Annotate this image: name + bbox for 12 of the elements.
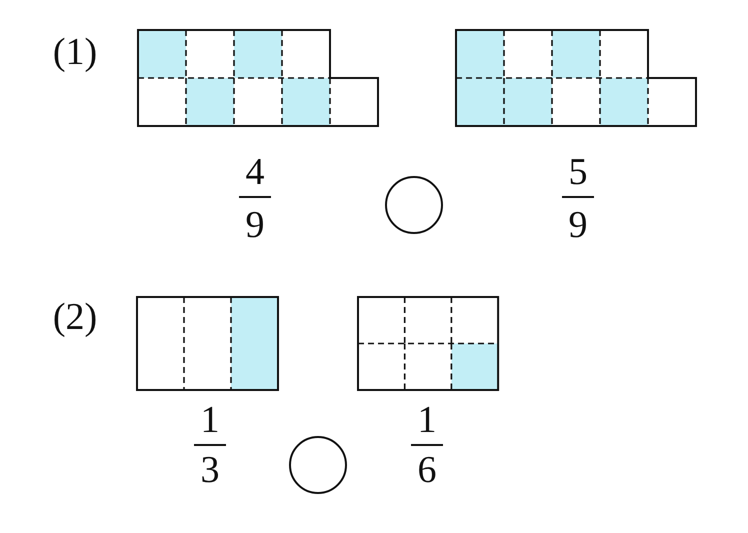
fraction-numerator: 5 — [568, 152, 588, 192]
problem-number: (1) — [52, 32, 98, 72]
fraction-numerator: 4 — [246, 152, 264, 192]
fraction-numerator: 1 — [418, 400, 436, 440]
answer-circle — [385, 176, 443, 234]
fraction-denominator: 9 — [568, 205, 588, 245]
fraction-denominator: 3 — [200, 450, 220, 490]
fraction-denominator: 6 — [418, 450, 436, 490]
fraction-denominator: 9 — [246, 205, 264, 245]
problem-number: (2) — [52, 297, 98, 337]
fraction-numerator: 1 — [200, 400, 220, 440]
answer-circle — [289, 436, 347, 494]
